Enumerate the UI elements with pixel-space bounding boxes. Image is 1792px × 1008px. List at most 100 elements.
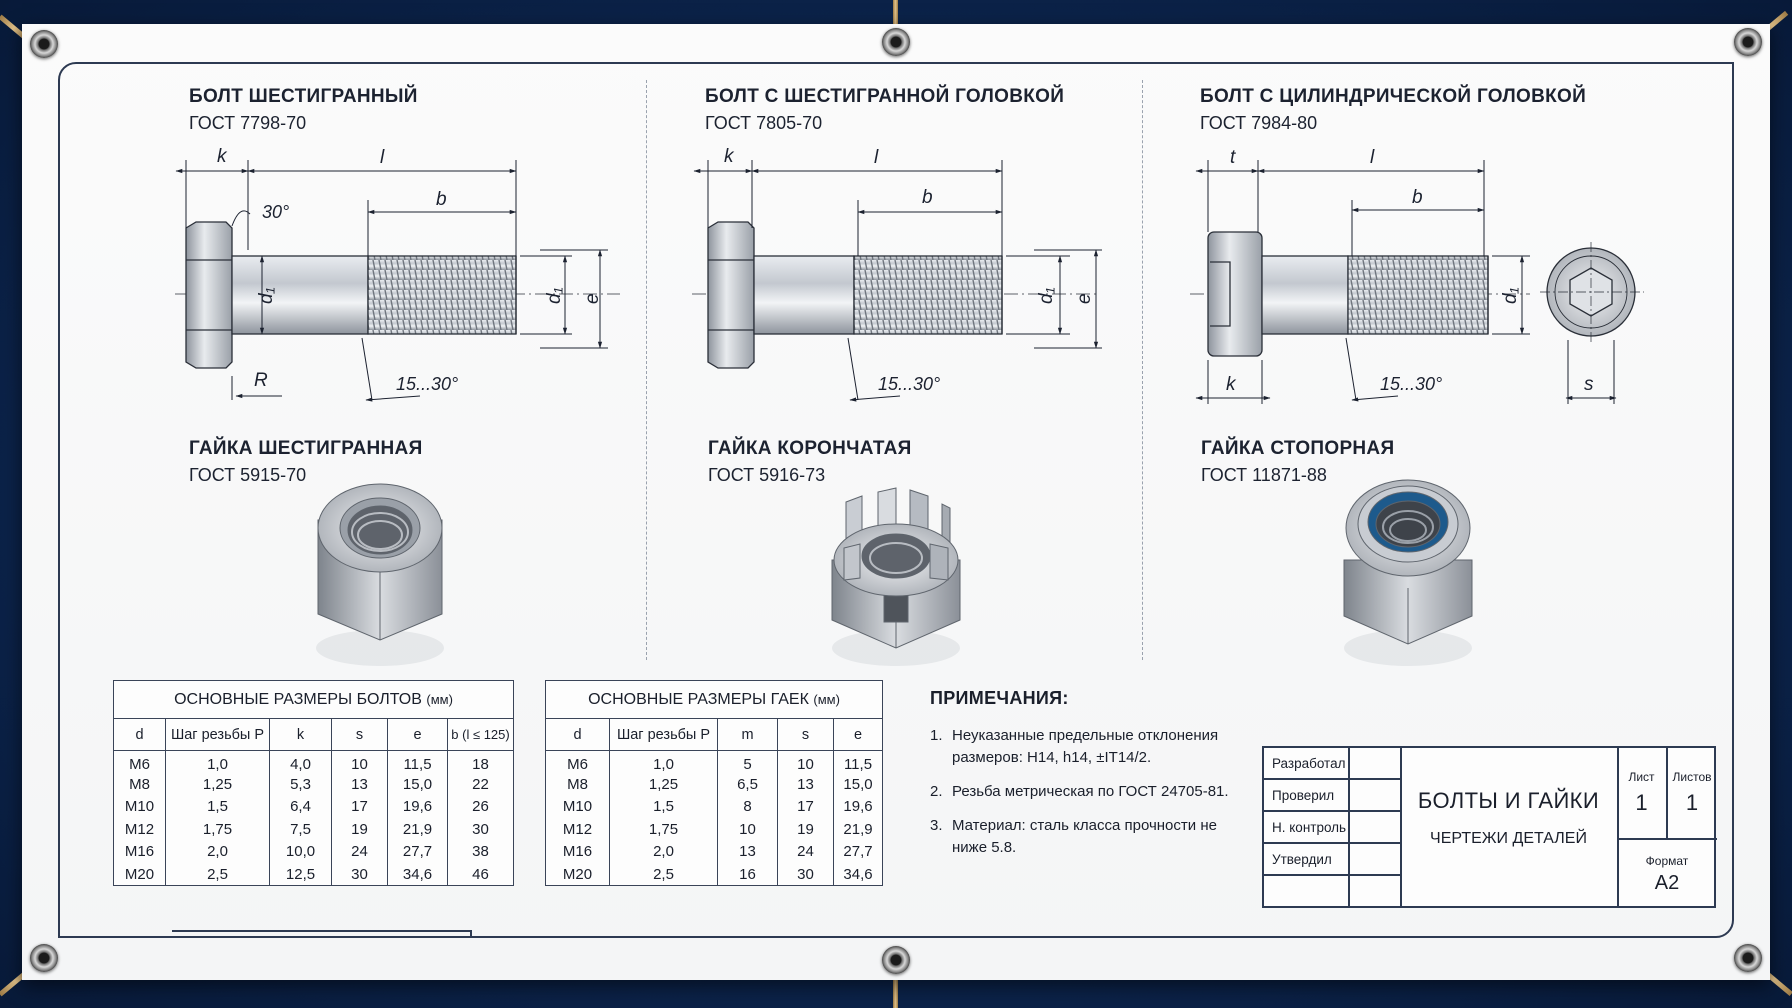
bolt-hex-head-dim-e: e [1074,293,1095,304]
nuts-header-e: e [833,718,883,751]
bolt-hex-head-drawing [692,221,1100,369]
bolts-cell: 10,0 [269,840,332,863]
bolts-cell: 22 [447,773,514,796]
grommet-top-left [30,30,58,58]
bolt-hex-drawing [175,221,620,369]
bolts-cell: 19,6 [387,795,448,818]
bolts-cell: 15,0 [387,773,448,796]
nuts-header-m: m [717,718,778,751]
bolt-hex-dim-d1-head: d₁ [256,287,277,304]
bolts-cell: 13 [331,773,388,796]
nuts-cell: M6 [545,750,610,773]
nuts-cell: 17 [777,795,834,818]
grommet-top-right [1734,28,1762,56]
nuts-cell: 30 [777,863,834,886]
bolts-header-s: s [331,718,388,751]
bolts-cell: 12,5 [269,863,332,886]
list-item: 3.Материал: сталь класса прочности не ни… [930,815,1230,859]
nuts-cell: 1,75 [609,818,718,841]
nuts-table-caption: ОСНОВНЫЕ РАЗМЕРЫ ГАЕК (мм) [545,680,883,719]
bolts-cell: 21,9 [387,818,448,841]
nuts-cell: 1,25 [609,773,718,796]
bolts-cell: 26 [447,795,514,818]
bolts-cell: 10 [331,750,388,773]
nuts-cell: 6,5 [717,773,778,796]
bolts-cell: 4,0 [269,750,332,773]
bolts-cell: 18 [447,750,514,773]
nut-lock-gost: ГОСТ 11871-88 [1201,465,1327,485]
nuts-cell: 19,6 [833,795,883,818]
grommet-bottom-left [30,944,58,972]
nuts-cell: 5 [717,750,778,773]
nut-hex-image [316,483,444,666]
rope-bottom-center [893,968,898,1008]
nuts-cell: 19 [777,818,834,841]
nuts-cell: 11,5 [833,750,883,773]
bolts-cell: 19 [331,818,388,841]
bolt-hex-head-dim-k: k [724,146,735,167]
title-block-role-norm-control: Н. контроль [1272,820,1347,835]
note-text: Резьба метрическая по ГОСТ 24705-81. [952,783,1229,800]
bolt-hex-head-dimensions [693,160,1102,402]
bolts-cell: 24 [331,840,388,863]
bolt-cyl-dim-angle-bottom: 15...30° [1380,374,1442,394]
nuts-cell: 15,0 [833,773,883,796]
bolt-hex-dim-b: b [436,189,447,210]
bolt-cyl-dim-s: s [1584,374,1594,395]
bolt-hex-head-dim-angle-bottom: 15...30° [878,374,940,394]
bolt-hex-dim-l: l [380,147,385,168]
nuts-cell: 2,5 [609,863,718,886]
nut-lock-title: ГАЙКА СТОПОРНАЯ [1201,438,1395,459]
bolts-header-d: d [113,718,166,751]
title-block-name: БОЛТЫ И ГАЙКИ [1417,788,1600,813]
bolt-cyl-end-view [1540,242,1644,342]
bolts-cell: 5,3 [269,773,332,796]
bolts-cell: M10 [113,795,166,818]
bolt-cyl-gost: ГОСТ 7984-80 [1200,113,1318,133]
bolts-cell: 1,25 [165,773,270,796]
nuts-cell: 21,9 [833,818,883,841]
bolts-cell: 30 [331,863,388,886]
title-block-sheet-label: Лист [1628,770,1655,784]
bolts-cell: 38 [447,840,514,863]
nuts-cell: 13 [717,840,778,863]
bolts-cell: M20 [113,863,166,886]
bolts-cell: 46 [447,863,514,886]
nuts-cell: M10 [545,795,610,818]
bolts-cell: M6 [113,750,166,773]
nut-castle-gost: ГОСТ 5916-73 [708,465,826,485]
bolt-hex-dim-angle-top: 30° [262,202,289,222]
bolts-cell: M12 [113,818,166,841]
nuts-table-unit: (мм) [813,691,840,707]
nuts-table-caption-text: ОСНОВНЫЕ РАЗМЕРЫ ГАЕК [588,690,809,708]
bolt-hex-title: БОЛТ ШЕСТИГРАННЫЙ [189,86,418,107]
grommet-top-center [882,28,910,56]
bolts-table-unit: (мм) [426,691,453,707]
title-block-role-developed: Разработал [1272,756,1346,771]
title-block-format-value: A2 [1654,872,1680,894]
bolts-cell: 1,75 [165,818,270,841]
nuts-cell: 10 [777,750,834,773]
nuts-cell: M16 [545,840,610,863]
notes-heading: ПРИМЕЧАНИЯ: [930,688,1069,708]
note-number: 3. [930,817,943,834]
nuts-cell: 1,0 [609,750,718,773]
bolt-hex-dimensions [175,160,608,402]
bolt-cyl-dim-t: t [1230,147,1236,168]
nuts-cell: M20 [545,863,610,886]
bolt-hex-head-gost: ГОСТ 7805-70 [705,113,823,133]
bolts-cell: 27,7 [387,840,448,863]
nut-hex-title: ГАЙКА ШЕСТИГРАННАЯ [189,438,423,459]
nut-hex-gost: ГОСТ 5915-70 [189,465,307,485]
column-divider-right [1142,80,1143,660]
note-number: 2. [930,783,943,800]
nut-lock-image [1343,479,1473,666]
bolt-hex-head-title: БОЛТ С ШЕСТИГРАННОЙ ГОЛОВКОЙ [705,86,1065,107]
nuts-header-s: s [777,718,834,751]
